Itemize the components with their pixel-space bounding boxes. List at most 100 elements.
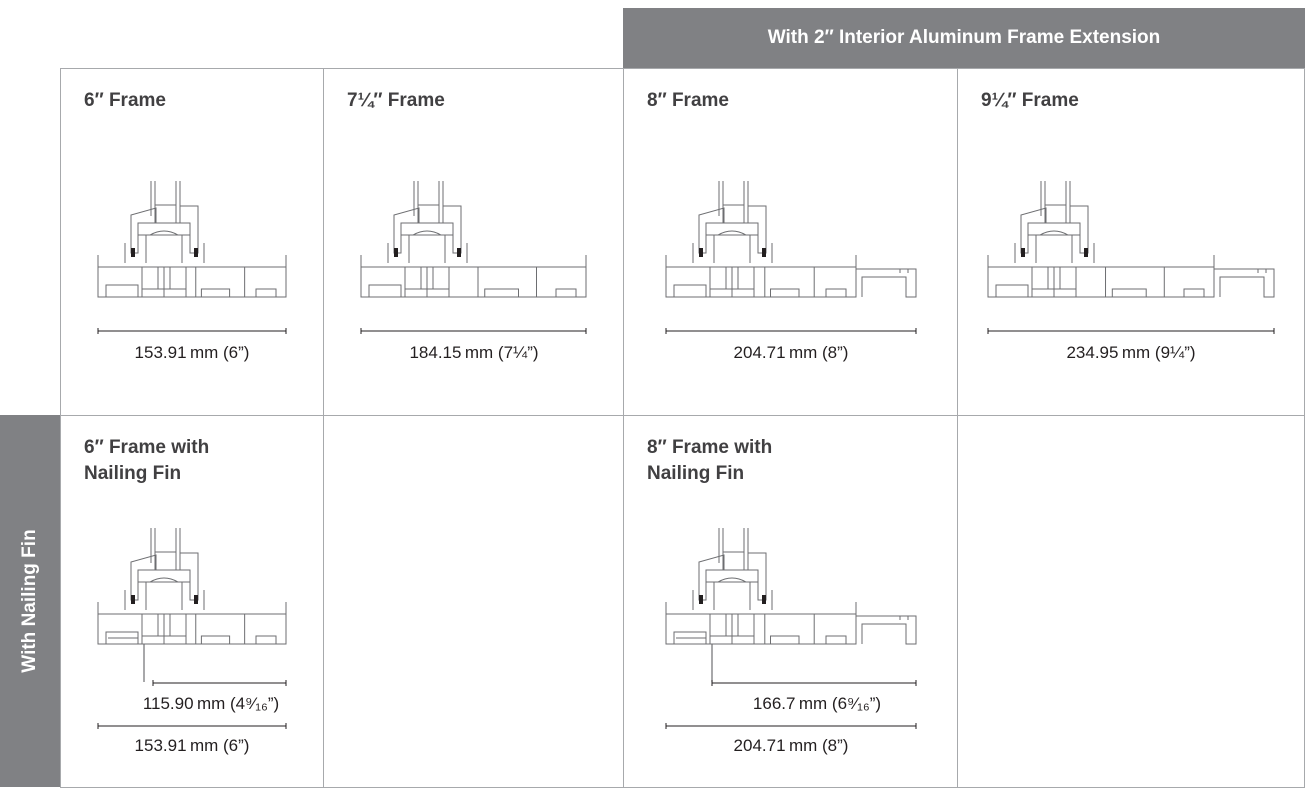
extension-header: With 2″ Interior Aluminum Frame Extensio… (623, 8, 1305, 68)
sash-profile (1069, 205, 1089, 254)
cell-7-quarter-frame: 7¼″ Frame 184.15 mm (7¼”) (323, 68, 624, 416)
cell-title: 7¼″ Frame (347, 90, 445, 111)
empty-cell (323, 415, 624, 788)
sash-profile (179, 205, 199, 254)
extension-header-label: With 2″ Interior Aluminum Frame Extensio… (767, 27, 1161, 48)
dimension-label-fin: 166.7 mm (6⁹⁄₁₆”) (752, 694, 882, 713)
glazing-bead (722, 204, 745, 224)
gasket (194, 595, 198, 604)
sash-profile (442, 205, 462, 254)
gasket (762, 248, 766, 257)
sash-profile (393, 207, 420, 254)
sash-profile (747, 552, 767, 601)
frame-section-drawing (665, 181, 917, 334)
frame-base (987, 255, 1215, 298)
gasket (194, 248, 198, 257)
dimension-lines (665, 328, 917, 334)
dimension-label: 184.15 mm (7¼”) (409, 343, 539, 362)
dimension-lines (987, 328, 1275, 334)
sash-profile (705, 222, 759, 263)
sash-profile (747, 205, 767, 254)
frame-extension (856, 615, 917, 645)
dimension-lines (97, 328, 287, 334)
frame-profile (97, 181, 287, 298)
frame-profile (360, 181, 587, 298)
glazing-bead (154, 204, 177, 224)
empty-cell (957, 415, 1305, 788)
gasket (699, 595, 703, 604)
sash-profile (705, 569, 759, 610)
sash-profile (387, 243, 468, 263)
sash-profile (124, 243, 205, 263)
frame-profile (665, 528, 917, 682)
gasket (457, 248, 461, 257)
sash-profile (698, 207, 725, 254)
chamber-wall (1032, 267, 1076, 290)
frame-section-drawing (97, 528, 287, 729)
cell-9-quarter-frame: 9¼″ Frame 234.95 mm (9¼”) (957, 68, 1305, 416)
sash-profile (137, 569, 191, 610)
gasket (394, 248, 398, 257)
frame-base (105, 284, 277, 297)
cell-title: 6″ Frame with Nailing Fin (84, 437, 210, 484)
frame-base (368, 284, 577, 297)
sash-profile (698, 554, 725, 601)
nailing-fin-base (100, 632, 168, 645)
frame-section-drawing (987, 181, 1275, 334)
frame-extension (1214, 268, 1275, 298)
nailing-fin-base (668, 632, 736, 645)
cell-8-frame: 8″ Frame 204.71 mm (8”) (623, 68, 958, 416)
frame-section-drawing (665, 528, 917, 729)
frame-base (665, 602, 857, 645)
dimension-label: 234.95 mm (9¼”) (1066, 343, 1196, 362)
dimension-lines (97, 680, 287, 729)
side-label-text: With Nailing Fin (19, 529, 40, 673)
gasket (131, 595, 135, 604)
sash-profile (1027, 222, 1081, 263)
frame-profile (97, 528, 287, 682)
chamber-wall (710, 614, 754, 637)
dimension-label: 204.71 mm (8”) (733, 736, 849, 755)
sash-profile (1020, 207, 1047, 254)
frame-base (97, 255, 287, 298)
glazing-bead (722, 551, 745, 571)
sash-profile (179, 552, 199, 601)
frame-extension (856, 268, 917, 298)
frame-profile (987, 181, 1275, 298)
gasket (699, 248, 703, 257)
frame-base (673, 284, 847, 297)
cell-6-frame-nailing-fin: 6″ Frame with Nailing Fin 115.90 mm (4⁹⁄… (60, 415, 324, 788)
frame-base (995, 284, 1205, 297)
gasket (1084, 248, 1088, 257)
dimension-label: 153.91 mm (6”) (134, 736, 250, 755)
cell-6-frame: 6″ Frame 153.91 mm (6”) (60, 68, 324, 416)
chamber-wall (710, 267, 754, 290)
glazing-bead (417, 204, 440, 224)
sash-profile (137, 222, 191, 263)
cell-title: 8″ Frame (647, 90, 729, 111)
frame-base (97, 602, 287, 645)
cell-8-frame-nailing-fin: 8″ Frame with Nailing Fin 166.7 mm (6⁹⁄₁… (623, 415, 958, 788)
gasket (131, 248, 135, 257)
frame-base (360, 255, 587, 298)
cell-title: 6″ Frame (84, 90, 166, 111)
sash-profile (692, 590, 773, 610)
frame-section-drawing (97, 181, 287, 334)
sash-profile (130, 554, 157, 601)
gasket (762, 595, 766, 604)
sash-profile (1014, 243, 1095, 263)
sash-profile (400, 222, 454, 263)
nailing-fin-row-label: With Nailing Fin (0, 415, 60, 787)
glazing-bead (1044, 204, 1067, 224)
cell-title: 8″ Frame with Nailing Fin (647, 437, 773, 484)
chamber-wall (142, 614, 186, 637)
chamber-wall (142, 267, 186, 290)
sash-profile (692, 243, 773, 263)
dimension-lines (665, 680, 917, 729)
dimension-label: 204.71 mm (8”) (733, 343, 849, 362)
chamber-wall (405, 267, 449, 290)
frame-profile (665, 181, 917, 298)
gasket (1021, 248, 1025, 257)
dimension-lines (360, 328, 587, 334)
